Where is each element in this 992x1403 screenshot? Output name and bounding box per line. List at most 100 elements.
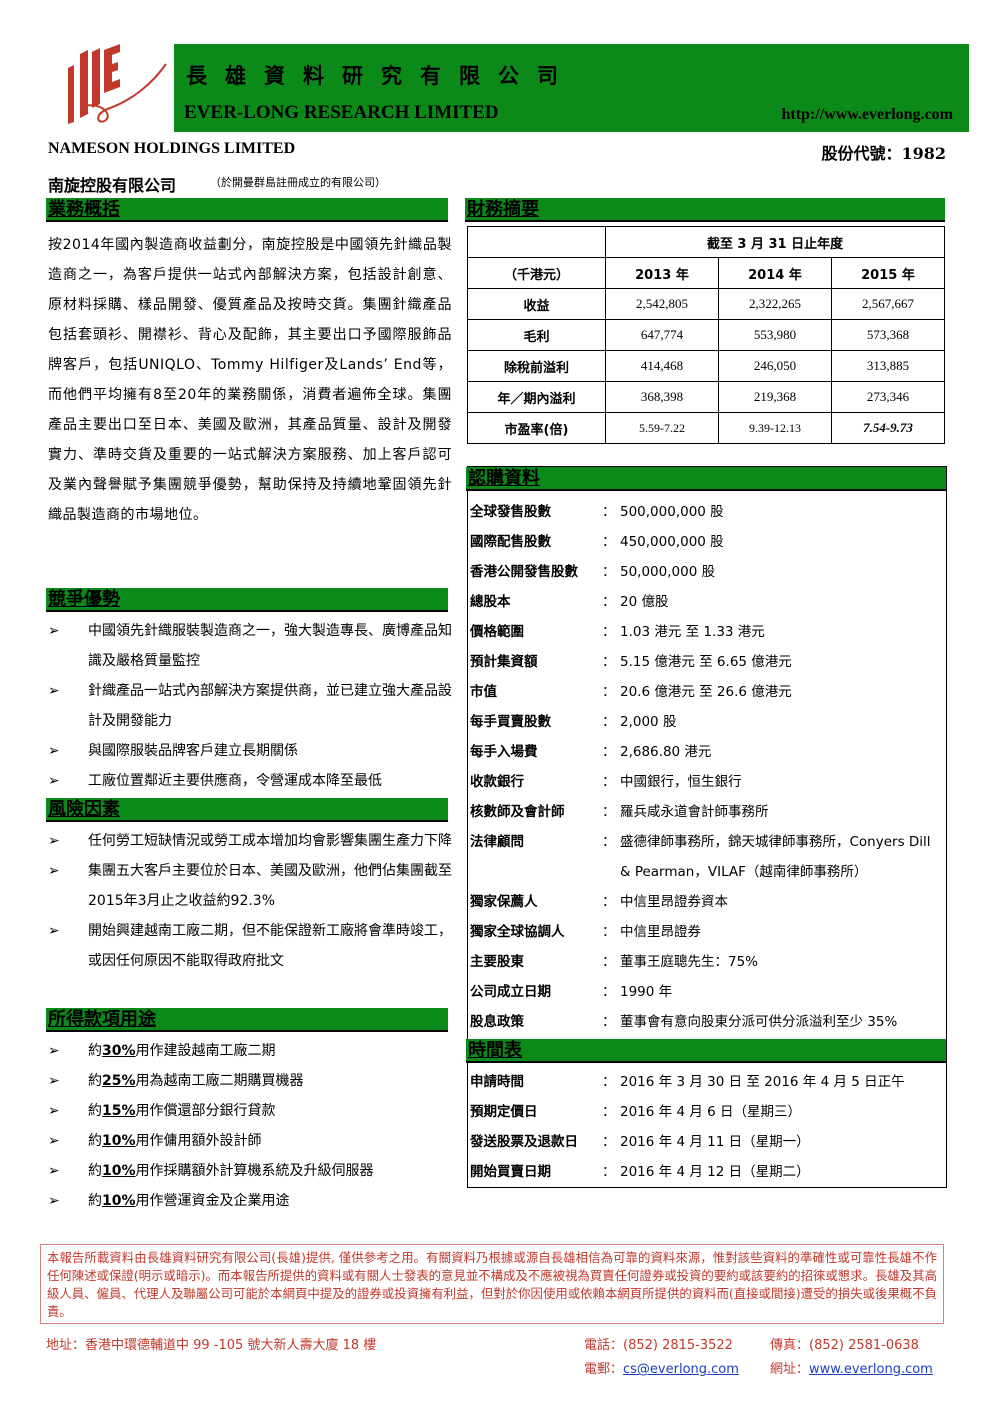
proceeds-prefix: 約 [88,1133,102,1149]
info-colon: ： [602,894,616,910]
firm-url[interactable]: http://www.everlong.com [781,106,953,123]
section-risk: 風險因素 [46,798,448,822]
disclaimer: 本報告所載資料由長雄資料研究有限公司(長雄)提供, 僅供參考之用。有關資料乃根據… [40,1244,944,1324]
info-row: 國際配售股數：450,000,000 股 [468,527,948,557]
proceeds-percent: 10% [102,1163,136,1179]
info-colon: ： [602,1014,616,1030]
info-value: 5.15 億港元 至 6.65 億港元 [620,654,792,670]
info-row: 每手買賣股數：2,000 股 [468,707,948,737]
info-row: 總股本：20 億股 [468,587,948,617]
info-colon: ： [602,594,616,610]
section-subscription: 認購資料 [466,467,946,491]
finance-year: 2013 年 [605,257,719,289]
cell: 2,322,265 [718,288,832,320]
info-colon: ： [602,654,616,670]
list-item: ➢任何勞工短缺情況或勞工成本增加均會影響集團生產力下降 [48,826,458,856]
table-row: 市盈率(倍) 5.59-7.22 9.39-12.13 7.54-9.73 [467,412,945,444]
info-row: 全球發售股數：500,000,000 股 [468,497,948,527]
info-key: 市值 [470,684,497,700]
proceeds-prefix: 約 [88,1193,102,1209]
info-row: 開始買賣日期：2016 年 4 月 12 日（星期二） [468,1157,948,1187]
cell: 246,050 [718,350,832,382]
cell: 573,368 [831,319,945,351]
finance-corner [467,226,606,258]
email-link[interactable]: cs@everlong.com [623,1362,739,1377]
proceeds-use: 用作傭用額外設計師 [135,1133,262,1149]
list-item: ➢約30%用作建設越南工廠二期 [48,1036,458,1066]
info-value: 50,000,000 股 [620,564,716,580]
info-row: 收款銀行：中國銀行，恒生銀行 [468,767,948,797]
cell: 553,980 [718,319,832,351]
table-row: 收益 2,542,805 2,322,265 2,567,667 [467,288,945,320]
finance-table: 截至 3 月 31 日止年度 （千港元） 2013 年 2014 年 2015 … [467,226,945,444]
cell: 9.39-12.13 [718,412,832,444]
section-timetable: 時間表 [466,1039,946,1063]
bullet-icon: ➢ [48,863,60,879]
list-item: ➢ 約25%用為越南工廠二期購買機器 [48,1066,458,1096]
list-item: ➢ 集團五大客戶主要位於日本、美國及歐洲，他們佔集團截至2015年3月止之收益約9… [48,856,458,916]
proceeds-prefix: 約 [88,1103,102,1119]
info-colon: ： [602,534,616,550]
bullet-icon: ➢ [48,1103,60,1119]
info-value: 中信里昂證券資本 [620,894,728,910]
info-key: 主要股東 [470,954,524,970]
cell: 2,567,667 [831,288,945,320]
bullet-icon: ➢ [48,1193,60,1209]
proceeds-percent: 15% [102,1103,136,1119]
info-value: 2016 年 4 月 11 日（星期一） [620,1134,810,1150]
info-value: 450,000,000 股 [620,534,724,550]
list-item-text: 工廠位置鄰近主要供應商，令營運成本降至最低 [88,773,382,789]
info-key: 獨家全球協調人 [470,924,565,940]
timetable-box: 時間表 申請時間：2016 年 3 月 30 日 至 2016 年 4 月 5 … [466,1039,948,1188]
info-key: 申請時間 [470,1074,524,1090]
footer-fax: 傳真：(852) 2581-0638 [770,1338,919,1353]
risk-list: ➢任何勞工短缺情況或勞工成本增加均會影響集團生產力下降➢集團五大客戶主要位於日本… [48,826,458,976]
list-item: ➢針織產品一站式內部解決方案提供商，並已建立強大產品設計及開發能力 [48,676,458,736]
firm-name-cn: 長雄資料研究有限公司 [186,64,576,88]
list-item: ➢約10%用作傭用額外設計師 [48,1126,458,1156]
info-value: 20 億股 [620,594,669,610]
cell: 2,542,805 [605,288,719,320]
row-label: 毛利 [467,319,606,351]
proceeds-percent: 25% [102,1073,136,1089]
info-key: 發送股票及退款日 [470,1134,578,1150]
proceeds-prefix: 約 [88,1073,102,1089]
info-colon: ： [602,624,616,640]
info-colon: ： [602,984,616,1000]
proceeds-percent: 30% [102,1043,136,1059]
table-row: 除稅前溢利 414,468 246,050 313,885 [467,350,945,382]
header-banner: 長雄資料研究有限公司 EVER-LONG RESEARCH LIMITED ht… [174,44,969,132]
bullet-icon: ➢ [48,833,60,849]
cell: 313,885 [831,350,945,382]
list-item: ➢與國際服裝品牌客戶建立長期關係 [48,736,458,766]
list-item-text: 集團五大客戶主要位於日本、美國及歐洲，他們佔集團截至2015年3月止之收益約92… [88,863,452,909]
company-name-en: NAMESON HOLDINGS LIMITED [48,140,296,157]
info-row: 獨家保薦人：中信里昂證券資本 [468,887,948,917]
finance-period: 截至 3 月 31 日止年度 [605,226,945,258]
proceeds-use: 用作採購額外計算機系統及升級伺服器 [135,1163,374,1179]
row-label: 收益 [467,288,606,320]
web-link[interactable]: www.everlong.com [809,1362,933,1377]
proceeds-use: 用為越南工廠二期購買機器 [135,1073,304,1089]
section-title: 所得款項用途 [48,1009,156,1030]
info-value: 2016 年 4 月 12 日（星期二） [620,1164,810,1180]
info-key: 核數師及會計師 [470,804,565,820]
info-colon: ： [602,714,616,730]
cell: 219,368 [718,381,832,413]
info-colon: ： [602,1074,616,1090]
list-item: ➢約10%用作採購額外計算機系統及升級伺服器 [48,1156,458,1186]
list-item: ➢開始興建越南工廠二期，但不能保證新工廠將會準時竣工，或因任何原因不能取得政府批… [48,916,458,976]
info-value: 董事王庭聰先生：75% [620,954,759,970]
proceeds-percent: 10% [102,1193,136,1209]
section-title: 競爭優勢 [48,589,120,610]
finance-year: 2014 年 [718,257,832,289]
proceeds-use: 用作營運資金及企業用途 [135,1193,290,1209]
web-label: 網址： [770,1362,810,1377]
list-item-text: 與國際服裝品牌客戶建立長期關係 [88,743,298,759]
info-colon: ： [602,774,616,790]
info-row: 每手入場費：2,686.80 港元 [468,737,948,767]
stock-code: 股份代號：1982 [821,144,946,163]
info-colon: ： [602,504,616,520]
bullet-icon: ➢ [48,1073,60,1089]
cell: 7.54-9.73 [831,412,945,444]
